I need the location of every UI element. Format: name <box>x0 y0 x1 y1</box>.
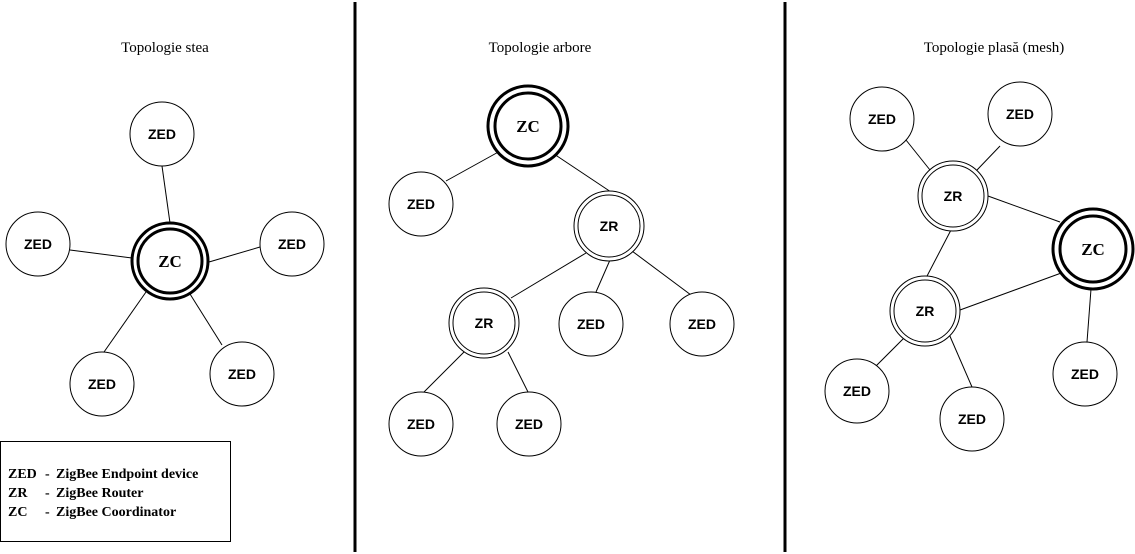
svg-text:ZR: ZR <box>916 303 935 319</box>
mesh-zr-node: ZR <box>917 160 989 232</box>
mesh-edges <box>875 139 1092 388</box>
mesh-zed-node: ZED <box>849 86 915 152</box>
tree-zed-node: ZED <box>496 391 562 457</box>
svg-text:ZED: ZED <box>88 376 116 392</box>
svg-text:ZED: ZED <box>1071 366 1099 382</box>
star-zed-node: ZED <box>209 341 275 407</box>
svg-text:ZED: ZED <box>868 111 896 127</box>
svg-text:ZED: ZED <box>1006 106 1034 122</box>
star-zed-node: ZED <box>69 351 135 417</box>
tree-zr-node: ZR <box>573 190 645 262</box>
mesh-edge <box>987 195 1061 223</box>
star-zed-node: ZED <box>129 101 195 167</box>
tree-zed-node: ZED <box>558 291 624 357</box>
svg-text:ZC: ZC <box>1081 240 1105 259</box>
svg-text:ZED: ZED <box>515 416 543 432</box>
mesh-edge <box>1086 288 1092 343</box>
svg-text:ZED: ZED <box>407 196 435 212</box>
star-edge <box>189 293 223 346</box>
mesh-zed-node: ZED <box>987 81 1053 147</box>
mesh-topology-title: Topologie plasă (mesh) <box>924 40 1065 56</box>
svg-text:ZED: ZED <box>688 316 716 332</box>
tree-edge <box>553 153 612 193</box>
svg-text:ZED: ZED <box>278 236 306 252</box>
mesh-edge <box>905 139 931 171</box>
legend-sep: - <box>45 505 50 520</box>
tree-zed-node: ZED <box>669 291 735 357</box>
tree-edge <box>510 252 587 299</box>
svg-text:ZC: ZC <box>158 252 182 271</box>
star-topology-title: Topologie stea <box>121 40 209 56</box>
legend-abbr-zr: ZR <box>8 486 28 501</box>
legend-sep: - <box>45 486 50 501</box>
svg-text:ZED: ZED <box>958 411 986 427</box>
mesh-zed-node: ZED <box>939 386 1005 452</box>
svg-text:ZR: ZR <box>600 218 619 234</box>
star-edge <box>161 165 171 224</box>
legend: ZED - ZigBee Endpoint device ZR - ZigBee… <box>0 441 231 542</box>
svg-text:ZED: ZED <box>407 416 435 432</box>
mesh-zed-node: ZED <box>824 358 890 424</box>
tree-edge <box>445 149 503 182</box>
svg-text:ZED: ZED <box>577 316 605 332</box>
mesh-topology: ZED ZED ZR ZC ZR ZED ZED <box>824 81 1135 452</box>
mesh-edge <box>948 333 973 388</box>
mesh-edge <box>875 337 905 367</box>
mesh-edge <box>925 229 952 279</box>
star-edge <box>69 249 133 259</box>
mesh-zr-node: ZR <box>889 275 961 347</box>
legend-sep: - <box>45 467 50 482</box>
tree-zc-node: ZC <box>486 84 570 168</box>
svg-text:ZED: ZED <box>843 383 871 399</box>
mesh-zc-node: ZC <box>1051 207 1135 291</box>
tree-edge <box>631 250 692 296</box>
legend-desc-zr: ZigBee Router <box>56 486 143 501</box>
svg-text:ZR: ZR <box>475 315 494 331</box>
svg-text:ZED: ZED <box>148 126 176 142</box>
legend-desc-zed: ZigBee Endpoint device <box>56 467 198 482</box>
tree-edge <box>507 351 529 393</box>
mesh-zed-node: ZED <box>1052 341 1118 407</box>
svg-text:ZED: ZED <box>24 236 52 252</box>
star-edges <box>69 165 261 353</box>
star-edge <box>208 246 261 263</box>
tree-zed-node: ZED <box>388 391 454 457</box>
tree-edge <box>595 259 611 293</box>
svg-text:ZC: ZC <box>516 117 540 136</box>
legend-abbr-zc: ZC <box>8 505 27 520</box>
star-zc-node: ZC <box>130 221 210 301</box>
star-zed-node: ZED <box>259 211 325 277</box>
star-topology: ZED ZED ZED ZED ZED ZC <box>5 101 325 417</box>
tree-topology-title: Topologie arbore <box>489 40 592 56</box>
star-zed-node: ZED <box>5 211 71 277</box>
star-edge <box>103 291 147 353</box>
mesh-edge <box>976 145 1001 171</box>
legend-box <box>0 441 231 542</box>
tree-topology: ZC ZED ZR ZR ZED ZED ZED <box>388 84 735 457</box>
legend-abbr-zed: ZED <box>8 467 37 482</box>
legend-desc-zc: ZigBee Coordinator <box>56 505 176 520</box>
tree-edge <box>423 351 465 393</box>
mesh-edge <box>959 271 1065 311</box>
svg-text:ZR: ZR <box>944 188 963 204</box>
tree-zed-node: ZED <box>388 171 454 237</box>
tree-edges <box>423 149 692 393</box>
svg-text:ZED: ZED <box>228 366 256 382</box>
tree-zr-node: ZR <box>448 287 520 359</box>
